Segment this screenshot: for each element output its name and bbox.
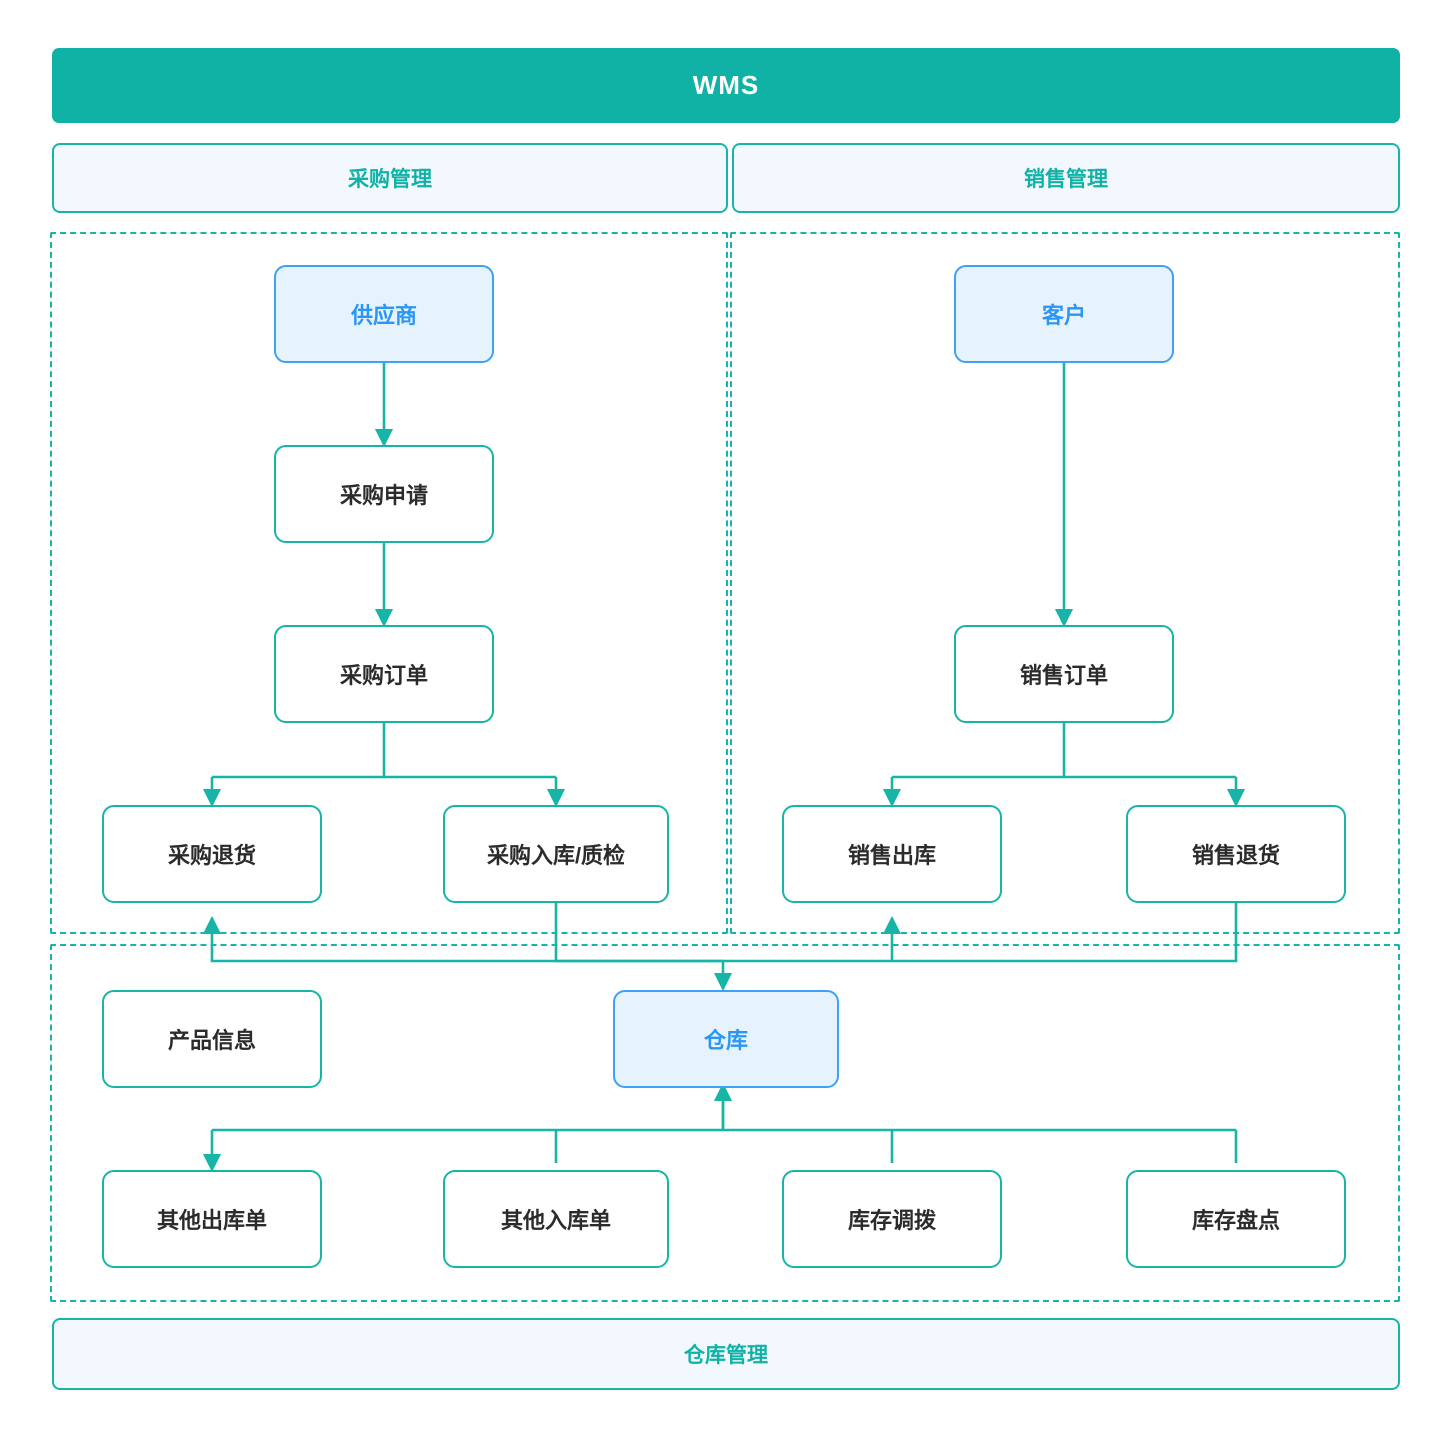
- node-purchase-return[interactable]: 采购退货: [102, 805, 322, 903]
- node-customer[interactable]: 客户: [954, 265, 1174, 363]
- node-purchase-request[interactable]: 采购申请: [274, 445, 494, 543]
- node-product-info[interactable]: 产品信息: [102, 990, 322, 1088]
- node-other-inbound[interactable]: 其他入库单: [443, 1170, 669, 1268]
- node-warehouse[interactable]: 仓库: [613, 990, 839, 1088]
- node-purchase-order[interactable]: 采购订单: [274, 625, 494, 723]
- node-sales-outbound[interactable]: 销售出库: [782, 805, 1002, 903]
- node-sales-order[interactable]: 销售订单: [954, 625, 1174, 723]
- node-stock-transfer[interactable]: 库存调拨: [782, 1170, 1002, 1268]
- section-label-warehouse: 仓库管理: [52, 1318, 1400, 1390]
- section-label-sales: 销售管理: [732, 143, 1400, 213]
- node-other-outbound[interactable]: 其他出库单: [102, 1170, 322, 1268]
- node-sales-return[interactable]: 销售退货: [1126, 805, 1346, 903]
- node-purchase-inbound-qc[interactable]: 采购入库/质检: [443, 805, 669, 903]
- section-label-purchase: 采购管理: [52, 143, 728, 213]
- page-title: WMS: [52, 48, 1400, 123]
- node-supplier[interactable]: 供应商: [274, 265, 494, 363]
- node-stock-count[interactable]: 库存盘点: [1126, 1170, 1346, 1268]
